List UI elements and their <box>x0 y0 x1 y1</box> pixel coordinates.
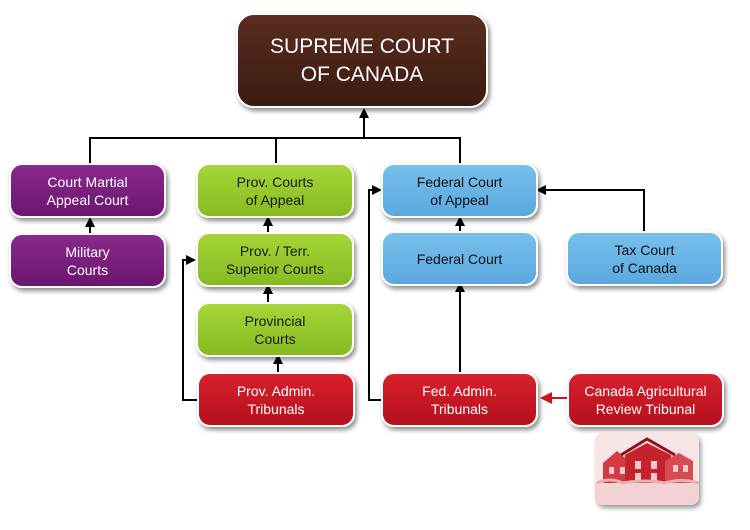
supreme-court-label: SUPREME COURT OF CANADA <box>270 34 454 86</box>
canada-agricultural-review-tribunal-node: Canada Agricultural Review Tribunal <box>567 372 724 427</box>
federal-court-label: Federal Court <box>416 250 503 267</box>
federal-court-of-appeal-label: Federal Court of Appeal <box>416 173 503 208</box>
connector-tax-to-fca <box>536 185 645 232</box>
connector-provadmin-to-superior <box>182 255 199 401</box>
provincial-courts-label: Provincial Courts <box>244 312 306 347</box>
prov-admin-tribunals-node: Prov. Admin. Tribunals <box>197 372 355 427</box>
prov-courts-of-appeal-label: Prov. Courts of Appeal <box>236 173 314 208</box>
court-martial-appeal-node: Court Martial Appeal Court <box>9 163 166 218</box>
tax-court-label: Tax Court of Canada <box>612 241 677 276</box>
military-courts-label: Military Courts <box>65 243 110 278</box>
military-courts-node: Military Courts <box>9 233 166 288</box>
connector-fedadmin-to-fca <box>368 185 383 401</box>
prov-superior-courts-node: Prov. / Terr. Superior Courts <box>196 232 354 287</box>
building-photo-icon <box>595 433 699 505</box>
prov-courts-of-appeal-node: Prov. Courts of Appeal <box>196 163 354 218</box>
tax-court-node: Tax Court of Canada <box>566 231 723 286</box>
supreme-court-node: SUPREME COURT OF CANADA <box>236 13 488 108</box>
prov-admin-tribunals-label: Prov. Admin. Tribunals <box>236 382 316 417</box>
federal-court-of-appeal-node: Federal Court of Appeal <box>381 163 538 218</box>
prov-superior-courts-label: Prov. / Terr. Superior Courts <box>225 242 325 277</box>
federal-court-node: Federal Court <box>381 231 538 286</box>
fed-admin-tribunals-node: Fed. Admin. Tribunals <box>381 372 538 427</box>
canada-agricultural-review-tribunal-label: Canada Agricultural Review Tribunal <box>584 382 707 417</box>
fed-admin-tribunals-label: Fed. Admin. Tribunals <box>422 382 497 417</box>
provincial-courts-node: Provincial Courts <box>196 302 354 357</box>
court-martial-appeal-label: Court Martial Appeal Court <box>46 173 129 208</box>
building-photo-drawing <box>595 433 699 505</box>
